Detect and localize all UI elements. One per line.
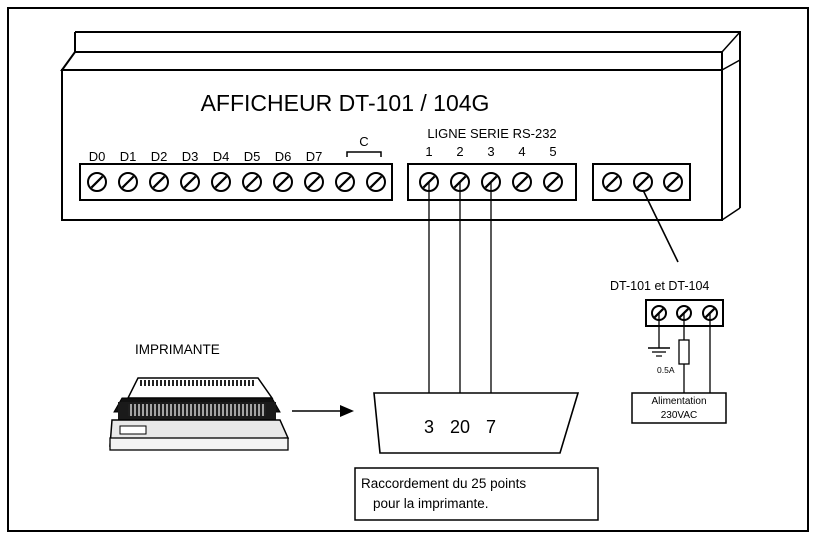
connector-pin-20: 20 [450, 417, 470, 437]
data-terminal-label: D4 [213, 149, 230, 164]
data-terminal-label: D0 [89, 149, 106, 164]
terminal-screw-icon [366, 172, 386, 192]
power-connection-detail: DT-101 et DT-104 0.5A Alimentation 230VA… [610, 279, 727, 424]
caption-line1: Raccordement du 25 points [361, 476, 526, 491]
outer-frame [7, 7, 809, 532]
supply-label-line2: 230VAC [661, 410, 698, 421]
printer-icon: IMPRIMANTE [109, 342, 290, 451]
serial-pin-label: 1 [425, 144, 432, 159]
arrow-head-icon [340, 405, 354, 417]
power-wire [642, 189, 679, 263]
data-terminal-label: D7 [306, 149, 323, 164]
terminal-screw-icon [242, 172, 262, 192]
serial-line-label: LIGNE SERIE RS-232 [427, 126, 556, 141]
data-terminal-label: D6 [275, 149, 292, 164]
printer-label: IMPRIMANTE [135, 342, 220, 357]
caption-box [354, 467, 599, 521]
caption-line2: pour la imprimante. [373, 496, 489, 511]
terminal-screw-icon [149, 172, 169, 192]
power-header: DT-101 et DT-104 [610, 279, 709, 293]
terminal-screw-icon [335, 172, 355, 192]
data-terminal-label: D2 [151, 149, 168, 164]
terminal-screw-icon [180, 172, 200, 192]
common-label: C [359, 134, 368, 149]
terminal-screw-icon [543, 172, 563, 192]
db25-connector: 3 20 7 [373, 392, 580, 454]
connector-pin-3: 3 [424, 417, 434, 437]
terminal-screw-icon [211, 172, 231, 192]
serial-pin-label: 3 [487, 144, 494, 159]
terminal-screw-icon [273, 172, 293, 192]
fuse-label: 0.5A [657, 365, 675, 375]
data-terminal-label: D5 [244, 149, 261, 164]
terminal-screw-icon [304, 172, 324, 192]
connector-pin-7: 7 [486, 417, 496, 437]
data-terminal-label: D1 [120, 149, 137, 164]
terminal-screw-icon [118, 172, 138, 192]
display-device: AFFICHEUR DT-101 / 104G D0 D1 D2 D3 D4 D5 D6 D7… [60, 31, 741, 221]
terminal-screw-icon [602, 172, 622, 192]
device-title: AFFICHEUR DT-101 / 104G [201, 90, 490, 116]
terminal-screw-icon [663, 172, 683, 192]
terminal-screw-icon [512, 172, 532, 192]
supply-label-line1: Alimentation [651, 396, 706, 407]
serial-pin-label: 5 [549, 144, 556, 159]
serial-pin-label: 2 [456, 144, 463, 159]
serial-wires [426, 182, 494, 410]
terminal-screw-icon [633, 172, 653, 192]
fuse-icon [678, 339, 690, 365]
common-bracket [346, 151, 382, 157]
supply-box [631, 392, 727, 424]
terminal-screw-icon [87, 172, 107, 192]
data-terminal-label: D3 [182, 149, 199, 164]
serial-pin-label: 4 [518, 144, 525, 159]
